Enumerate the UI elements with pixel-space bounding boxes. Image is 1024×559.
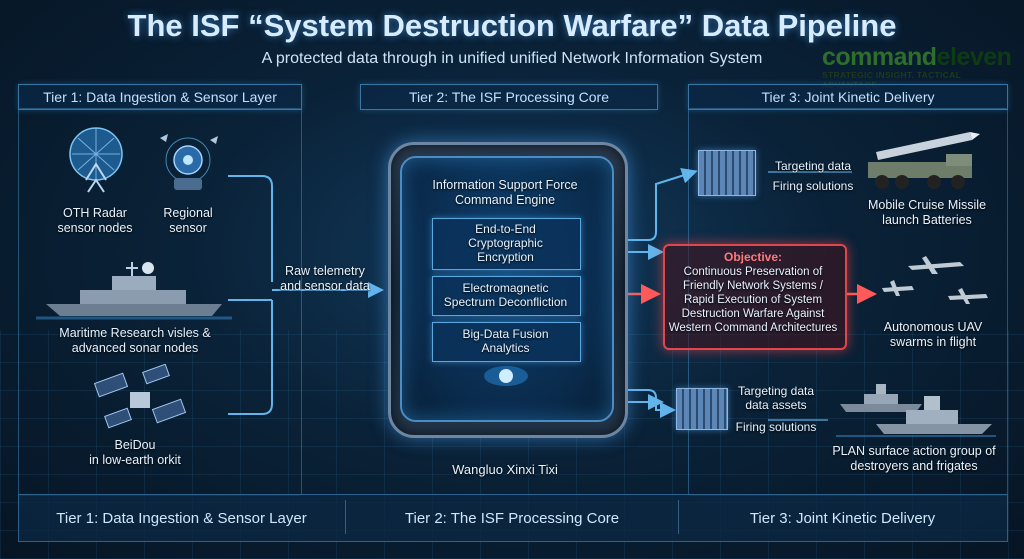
objective-line1: Continuous Preservation of: [683, 266, 823, 278]
raw-telemetry-label-1: Raw telemetry: [285, 264, 365, 278]
core-box1-line1: End-to-End: [475, 222, 536, 236]
missile-label-2: launch Batteries: [882, 213, 972, 227]
objective-label: Objective:: [723, 250, 783, 264]
lower-server-icon: [676, 388, 728, 430]
oth-radar-label-2: sensor nodes: [57, 221, 133, 235]
core-box1-line3: Encryption: [477, 250, 534, 264]
core-box-encryption: [432, 218, 581, 270]
raw-telemetry-label-2: and sensor data: [280, 279, 370, 293]
brand-logo: commandeleven STRATEGIC INSIGHT. TACTICA…: [822, 43, 1018, 90]
beidou-satellite-icon: [93, 364, 187, 429]
tier2-header: Tier 2: The ISF Processing Core: [360, 84, 658, 110]
core-engine-label-1: Information Support Force: [432, 178, 578, 192]
missile-label-1: Mobile Cruise Missile: [867, 198, 987, 212]
plan-label-2: destroyers and frigates: [850, 459, 978, 473]
uav-label-1: Autonomous UAV: [883, 320, 983, 334]
oth-radar-label-1: OTH Radar: [63, 206, 127, 220]
lower-flow-firing: Firing solutions: [735, 420, 817, 434]
brand-name-part1: command: [822, 43, 937, 71]
regional-sensor-label-2: sensor: [169, 221, 207, 235]
upper-flow-firing: Firing solutions: [772, 179, 854, 193]
maritime-label-2: advanced sonar nodes: [71, 341, 199, 355]
objective-line2: Friendly Network Systems /: [683, 280, 823, 292]
page-title: The ISF “System Destruction Warfare” Dat…: [127, 8, 897, 43]
maritime-label-1: Maritime Research visles &: [59, 326, 211, 340]
footer-divider-2: [678, 500, 679, 534]
lower-flow-assets: data assets: [745, 398, 807, 412]
upper-flow-targeting: Targeting data: [774, 159, 852, 173]
footer-tier1: Tier 1: Data Ingestion & Sensor Layer: [56, 510, 307, 527]
beidou-label-1: BeiDou: [114, 438, 156, 452]
footer-tier3: Tier 3: Joint Kinetic Delivery: [749, 510, 936, 527]
core-box3-line1: Big-Data Fusion: [462, 327, 549, 341]
regional-sensor-icon: [160, 134, 218, 190]
footer-bar: [18, 494, 1008, 542]
objective-line4: Destruction Warfare Against: [681, 308, 825, 320]
core-box2-line2: Spectrum Deconfliction: [443, 295, 568, 309]
network-system-label: Wangluo Xinxi Tixi: [452, 462, 558, 477]
uav-label-2: swarms in flight: [889, 335, 977, 349]
oth-radar-icon: [69, 127, 123, 193]
core-box3-line2: Analytics: [481, 341, 530, 355]
upper-server-icon: [698, 150, 756, 196]
core-box-fusion: [432, 322, 581, 362]
core-box1-line2: Cryptographic: [468, 236, 543, 250]
core-engine-label-2: Command Engine: [454, 193, 556, 207]
footer-divider-1: [345, 500, 346, 534]
core-light-icon: [484, 366, 528, 386]
lower-flow-targeting: Targeting data: [737, 384, 815, 398]
uav-swarm-icon: [882, 256, 988, 304]
core-box2-line1: Electromagnetic: [462, 281, 549, 295]
regional-sensor-label-1: Regional: [163, 206, 213, 220]
brand-name-part2: eleven: [936, 43, 1012, 71]
maritime-vessel-icon: [36, 262, 232, 320]
objective-box: [663, 244, 847, 350]
plan-label-1: PLAN surface action group of: [832, 444, 996, 458]
objective-line5: Western Command Architectures: [668, 322, 838, 334]
page-subtitle: A protected data through in unified unif…: [261, 50, 763, 67]
tier1-header: Tier 1: Data Ingestion & Sensor Layer: [18, 84, 302, 110]
missile-launcher-icon: [868, 132, 980, 189]
plan-warships-icon: [836, 384, 996, 437]
footer-tier2: Tier 2: The ISF Processing Core: [404, 510, 620, 527]
core-box-spectrum: [432, 276, 581, 316]
beidou-label-2: in low-earth orkit: [89, 453, 181, 467]
objective-line3: Rapid Execution of System: [683, 294, 823, 306]
tier3-header: Tier 3: Joint Kinetic Delivery: [688, 84, 1008, 110]
